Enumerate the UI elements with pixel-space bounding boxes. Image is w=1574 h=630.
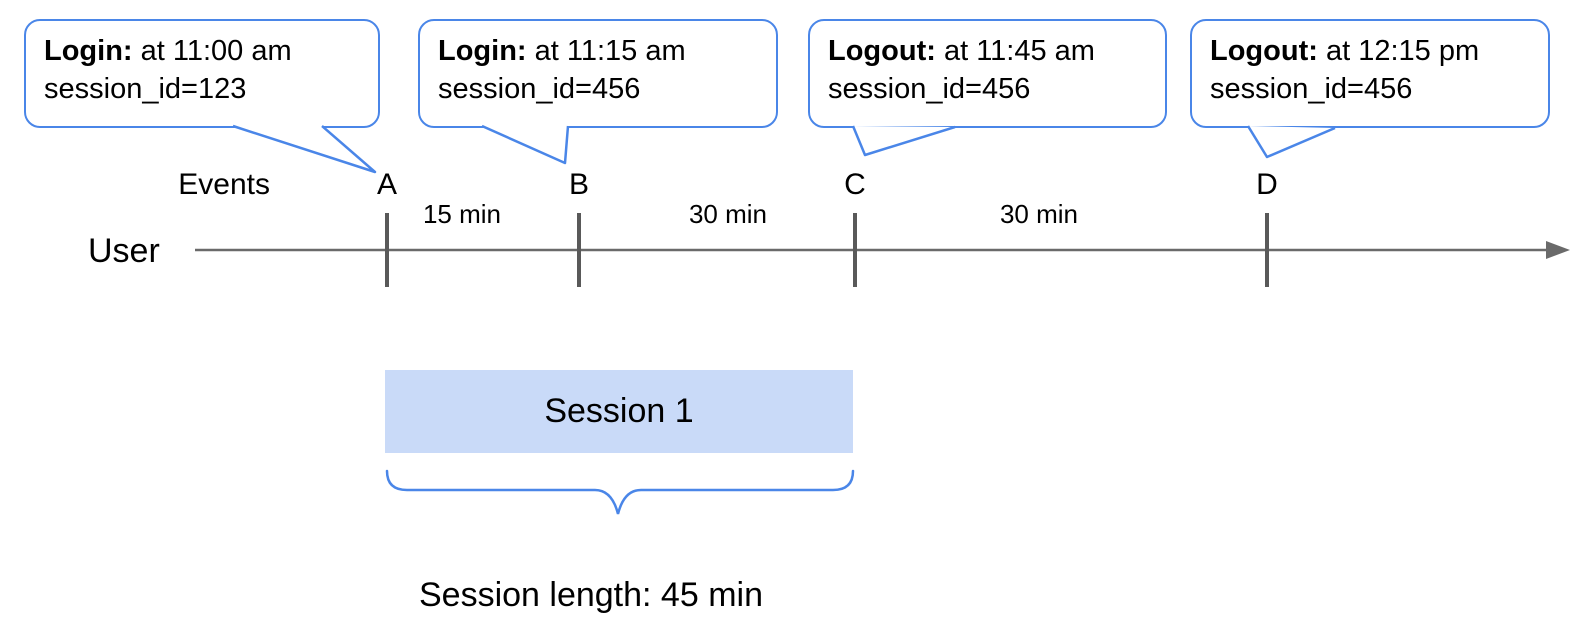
bubble-tail-b xyxy=(481,124,570,165)
event-marker-b: B xyxy=(568,168,589,201)
session-1-label: Session 1 xyxy=(544,392,694,430)
interval-label-ab: 15 min xyxy=(422,199,502,229)
event-time: at 12:15 pm xyxy=(1317,35,1480,67)
event-time: at 11:15 am xyxy=(526,35,686,67)
bubble-line1: Logout: at 11:45 am xyxy=(828,32,1165,70)
bubble-tail-d xyxy=(1246,125,1336,159)
timeline-arrowhead-icon xyxy=(1546,241,1570,259)
user-row-label: User xyxy=(88,232,160,270)
bubble-line1: Logout: at 12:15 pm xyxy=(1210,32,1548,70)
event-time: at 11:45 am xyxy=(935,35,1095,67)
bubble-tail-c xyxy=(851,125,956,157)
callout-bubble-login-b: Login: at 11:15 am session_id=456 xyxy=(418,19,778,128)
bubble-line2: session_id=456 xyxy=(1210,73,1413,105)
event-marker-a: A xyxy=(376,168,397,201)
events-label: Events xyxy=(178,168,270,201)
session-1-box: Session 1 xyxy=(385,370,853,453)
interval-label-bc: 30 min xyxy=(688,199,768,229)
event-marker-d: D xyxy=(1256,168,1278,201)
bubble-line1: Login: at 11:15 am xyxy=(438,32,776,70)
callout-bubble-logout-c: Logout: at 11:45 am session_id=456 xyxy=(808,19,1167,128)
event-keyword: Logout: xyxy=(828,35,936,67)
bubble-tail-a xyxy=(232,124,377,174)
interval-label-cd: 30 min xyxy=(999,199,1079,229)
bubble-line1: Login: at 11:00 am xyxy=(44,32,378,70)
session-length-brace xyxy=(385,469,855,515)
event-marker-c: C xyxy=(844,168,866,201)
event-time: at 11:00 am xyxy=(132,35,292,67)
bubble-line2: session_id=456 xyxy=(438,73,641,105)
event-keyword: Login: xyxy=(44,35,133,67)
bubble-line2: session_id=456 xyxy=(828,73,1031,105)
callout-bubble-login-a: Login: at 11:00 am session_id=123 xyxy=(24,19,380,128)
bubble-line2: session_id=123 xyxy=(44,73,247,105)
callout-bubble-logout-d: Logout: at 12:15 pm session_id=456 xyxy=(1190,19,1550,128)
event-keyword: Login: xyxy=(438,35,527,67)
event-keyword: Logout: xyxy=(1210,35,1318,67)
session-length-label: Session length: 45 min xyxy=(419,576,763,614)
